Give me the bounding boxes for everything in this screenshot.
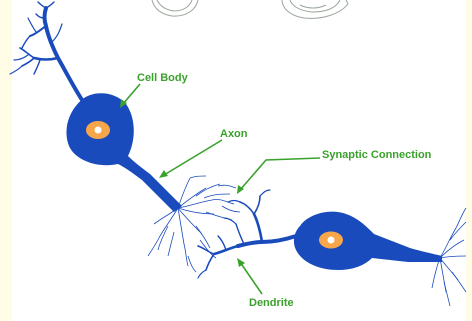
right-neuron-dendrites (198, 190, 296, 278)
right-neuron (198, 190, 466, 306)
right-nucleolus (328, 237, 335, 244)
synaptic-connection-arrow (237, 158, 320, 194)
top-cell-sketches (152, 0, 348, 18)
left-neuron-dendrites (10, 2, 84, 103)
axon-label: Axon (220, 128, 248, 140)
right-cell-body (294, 212, 442, 270)
cell-body-label: Cell Body (137, 72, 188, 84)
cell-body-arrow (120, 84, 140, 108)
dendrite-label: Dendrite (249, 297, 294, 309)
synaptic-connection-label: Synaptic Connection (322, 149, 431, 161)
label-arrows (120, 84, 320, 294)
left-cell-body (66, 93, 182, 212)
right-border-tint (466, 0, 472, 321)
left-nucleolus (95, 127, 102, 134)
axon-arrow (159, 140, 222, 178)
dendrite-arrow (237, 258, 262, 294)
left-neuron (10, 2, 240, 272)
left-border-tint (0, 0, 12, 321)
